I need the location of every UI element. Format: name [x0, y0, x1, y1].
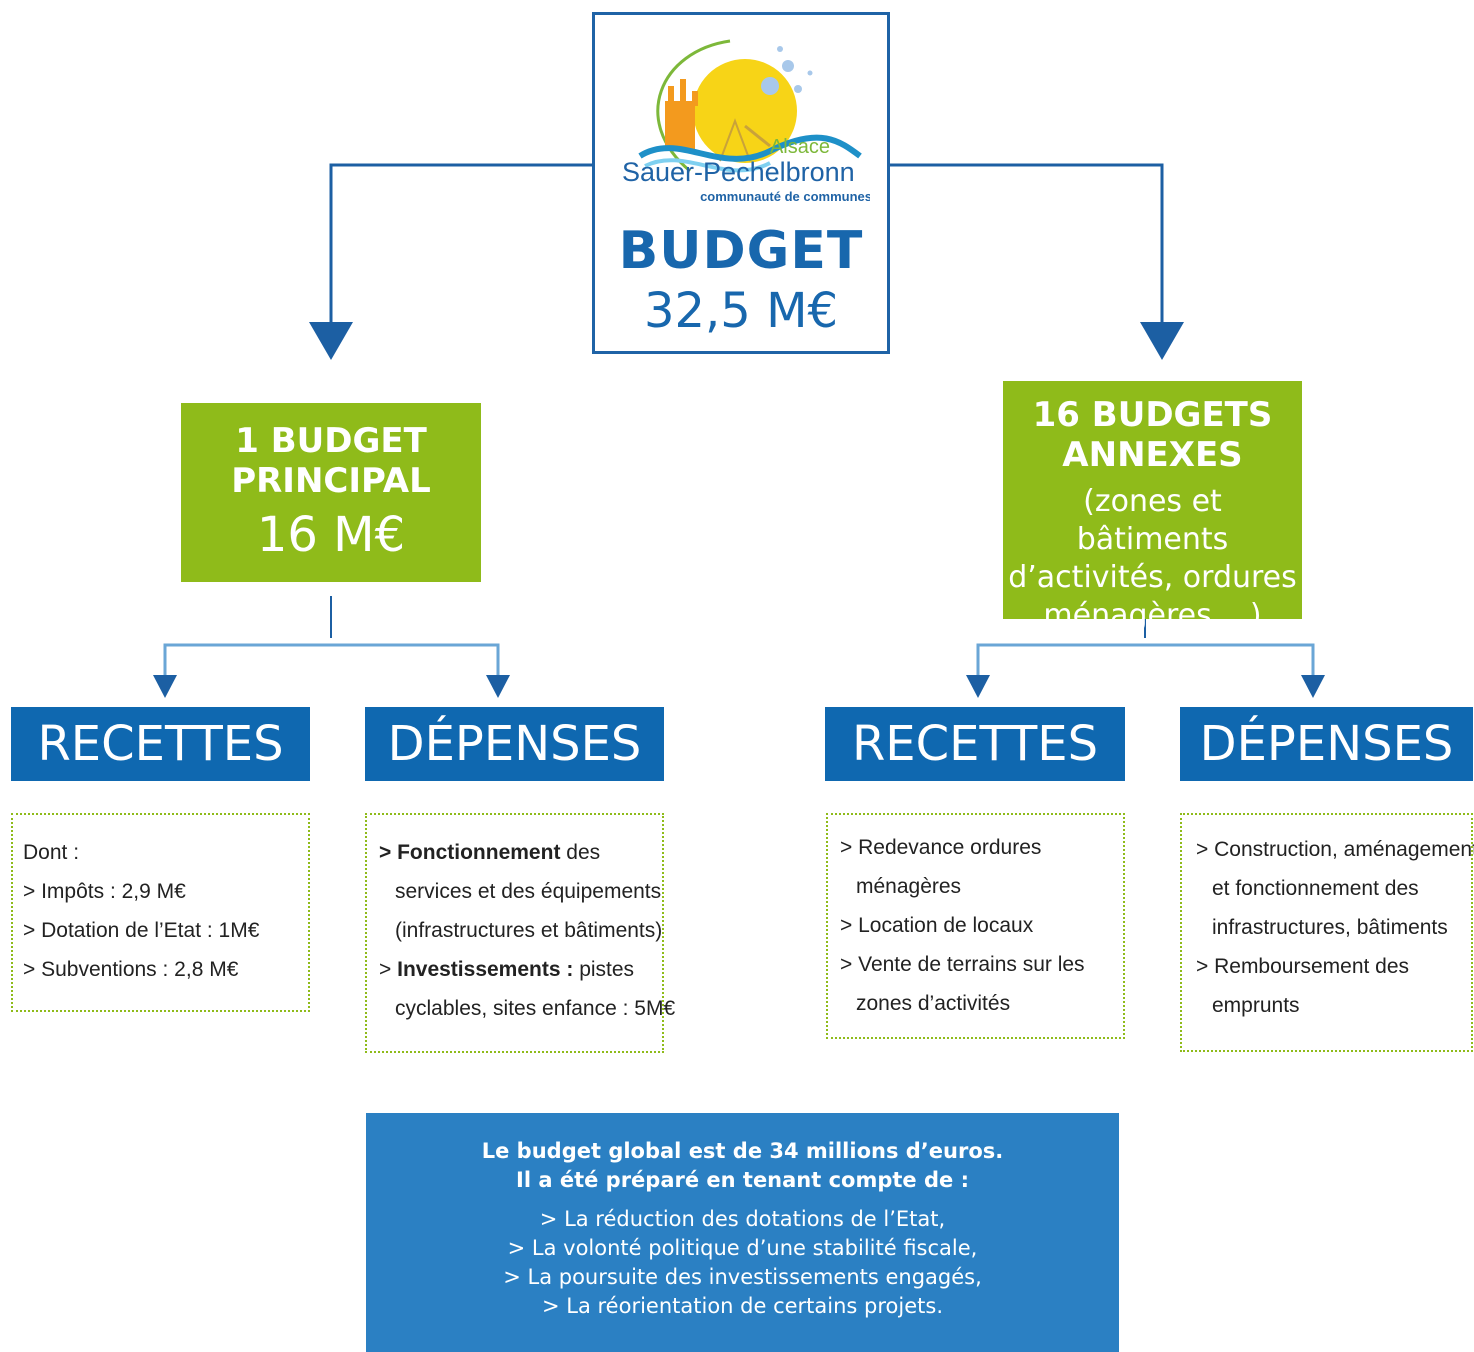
- depenses-item-marker: >: [379, 958, 392, 981]
- depenses-item-bold: Investissements :: [397, 958, 574, 981]
- depenses-item: > Remboursement des: [1196, 955, 1410, 978]
- depenses-item-text: cyclables, sites enfance : 5M€: [395, 997, 676, 1020]
- arrow-recettes-1: [153, 675, 177, 698]
- principal-depenses-header: DÉPENSES: [365, 707, 664, 781]
- depenses-item: et fonctionnement des: [1212, 877, 1419, 900]
- annexes-subtitle-line2: d’activités, ordures: [1008, 560, 1297, 595]
- annexes-recettes-details: > Redevance ordures ménagères > Location…: [826, 813, 1125, 1039]
- budget-title: BUDGET: [618, 221, 864, 281]
- budget-principal-box: 1 BUDGET PRINCIPAL 16 M€: [181, 403, 481, 582]
- recettes-item: > Redevance ordures: [840, 836, 1042, 859]
- recettes-item: > Location de locaux: [840, 914, 1034, 937]
- logo-subtitle-text: communauté de communes: [700, 189, 870, 204]
- principal-amount: 16 M€: [256, 507, 406, 563]
- info-item: > La réduction des dotations de l’Etat,: [539, 1207, 946, 1231]
- arrow-main-left: [309, 322, 353, 360]
- annexes-subtitle-line1: (zones et bâtiments: [1076, 484, 1229, 557]
- arrow-main-right: [1140, 322, 1184, 360]
- annexes-title-line1: 16 BUDGETS: [1032, 395, 1273, 435]
- budget-total-box: Alsace Sauer-Pechelbronn communauté de c…: [592, 12, 890, 354]
- annexes-depenses-header: DÉPENSES: [1180, 707, 1473, 781]
- depenses-item-text: (infrastructures et bâtiments): [395, 919, 663, 942]
- principal-depenses-details: > Fonctionnement des services et des équ…: [365, 813, 676, 1053]
- depenses-item-marker: >: [379, 841, 392, 864]
- logo-region-text: Alsace: [770, 136, 830, 158]
- connector-principal-branch: [163, 643, 500, 676]
- info-heading-line2: Il a été préparé en tenant compte de :: [516, 1168, 969, 1192]
- info-heading-line1: Le budget global est de 34 millions d’eu…: [481, 1139, 1004, 1163]
- depenses-item-text: pistes: [573, 958, 635, 981]
- arrow-depenses-1: [486, 675, 510, 698]
- info-heading: Le budget global est de 34 millions d’eu…: [366, 1137, 1119, 1195]
- budgets-annexes-box: 16 BUDGETS ANNEXES (zones et bâtiments d…: [1003, 381, 1302, 633]
- info-item: > La poursuite des investissements engag…: [503, 1265, 982, 1289]
- arrow-depenses-2: [1301, 675, 1325, 698]
- info-list: > La réduction des dotations de l’Etat, …: [366, 1205, 1119, 1321]
- annexes-subtitle-line3: ménagères,...): [1043, 598, 1262, 633]
- recettes-item: zones d’activités: [856, 992, 1011, 1015]
- depenses-item-text: services et des équipements: [395, 880, 662, 903]
- arrow-recettes-2: [966, 675, 990, 698]
- depenses-item: > Construction, aménagement: [1196, 838, 1474, 861]
- annexes-title-line2: ANNEXES: [1062, 435, 1243, 475]
- budget-info-box: Le budget global est de 34 millions d’eu…: [366, 1113, 1119, 1352]
- depenses-item-text: des: [560, 841, 601, 864]
- logo-brand-text: Sauer-Pechelbronn: [622, 157, 855, 187]
- depenses-item-bold: Fonctionnement: [397, 841, 561, 864]
- depenses-item-investissements: > Investissements : pistes: [379, 950, 662, 989]
- recettes-item: Dont :: [23, 841, 80, 864]
- info-item: > La réorientation de certains projets.: [542, 1294, 943, 1318]
- connector-main-right: [890, 163, 1164, 328]
- annexes-subtitle: (zones et bâtiments d’activités, ordures…: [1003, 483, 1302, 635]
- principal-recettes-header: RECETTES: [11, 707, 310, 781]
- sauer-pechelbronn-logo: Alsace Sauer-Pechelbronn communauté de c…: [622, 39, 870, 204]
- principal-recettes-details: Dont : > Impôts : 2,9 M€ > Dotation de l…: [11, 813, 310, 1012]
- budget-amount: 32,5 M€: [643, 283, 839, 339]
- depenses-item-fonctionnement: > Fonctionnement des: [379, 833, 662, 872]
- annexes-recettes-header: RECETTES: [825, 707, 1125, 781]
- recettes-item: > Vente de terrains sur les: [840, 953, 1085, 976]
- recettes-item: > Subventions : 2,8 M€: [23, 958, 239, 981]
- annexes-depenses-details: > Construction, aménagement et fonctionn…: [1180, 813, 1474, 1052]
- depenses-item: infrastructures, bâtiments: [1212, 916, 1448, 939]
- recettes-item: > Impôts : 2,9 M€: [23, 880, 186, 903]
- info-item: > La volonté politique d’une stabilité f…: [507, 1236, 978, 1260]
- depenses-item: emprunts: [1212, 994, 1300, 1017]
- connector-main-left: [329, 163, 592, 328]
- recettes-item: > Dotation de l’Etat : 1M€: [23, 919, 260, 942]
- connector-annexes-branch: [976, 643, 1315, 676]
- principal-title-line1: 1 BUDGET: [235, 421, 427, 461]
- principal-title-line2: PRINCIPAL: [231, 461, 431, 501]
- recettes-item: ménagères: [856, 875, 962, 898]
